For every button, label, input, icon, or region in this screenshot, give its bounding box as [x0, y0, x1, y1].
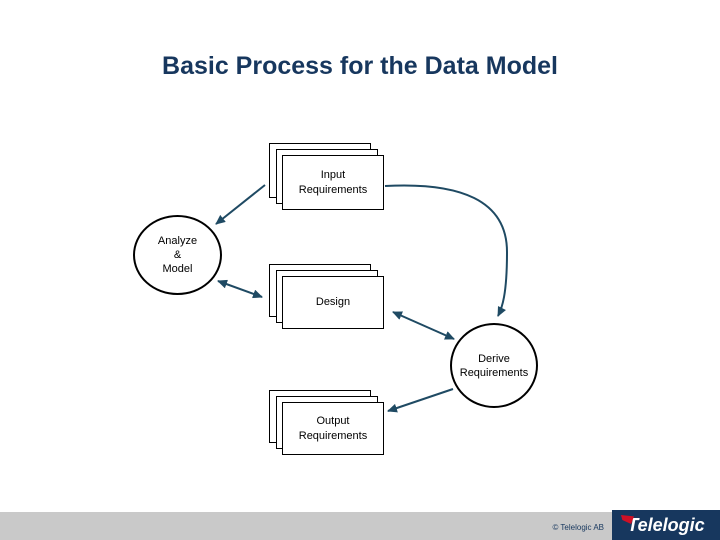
node-label-input-requirements: Input Requirements	[298, 168, 368, 196]
node-label-output-requirements: Output Requirements	[298, 414, 368, 442]
arrow-derive-to-output	[387, 388, 454, 413]
arrow-design-derive-two-way	[392, 311, 455, 340]
stack-layer-front: Output Requirements	[282, 402, 384, 455]
node-label-analyze-model: Analyze & Model	[157, 235, 198, 275]
telelogic-logo: Telelogic	[612, 510, 720, 540]
arrow-analyze-design-two-way	[217, 279, 263, 299]
node-label-derive-requirements: Derive Requirements	[459, 352, 529, 379]
stack-layer-front: Input Requirements	[282, 155, 384, 210]
arrow-input-to-derive-curved	[384, 184, 509, 317]
node-derive-requirements: Derive Requirements	[450, 323, 538, 408]
node-analyze-model: Analyze & Model	[133, 215, 222, 295]
logo-text: Telelogic	[627, 514, 705, 535]
slide-title: Basic Process for the Data Model	[162, 52, 558, 80]
arrow-input-to-analyze	[215, 184, 266, 225]
node-label-design: Design	[315, 296, 351, 308]
footer-bar	[0, 512, 720, 540]
logo-red-flag-icon	[621, 515, 634, 524]
footer-copyright: © Telelogic AB	[552, 523, 604, 532]
stack-layer-front: Design	[282, 276, 384, 329]
